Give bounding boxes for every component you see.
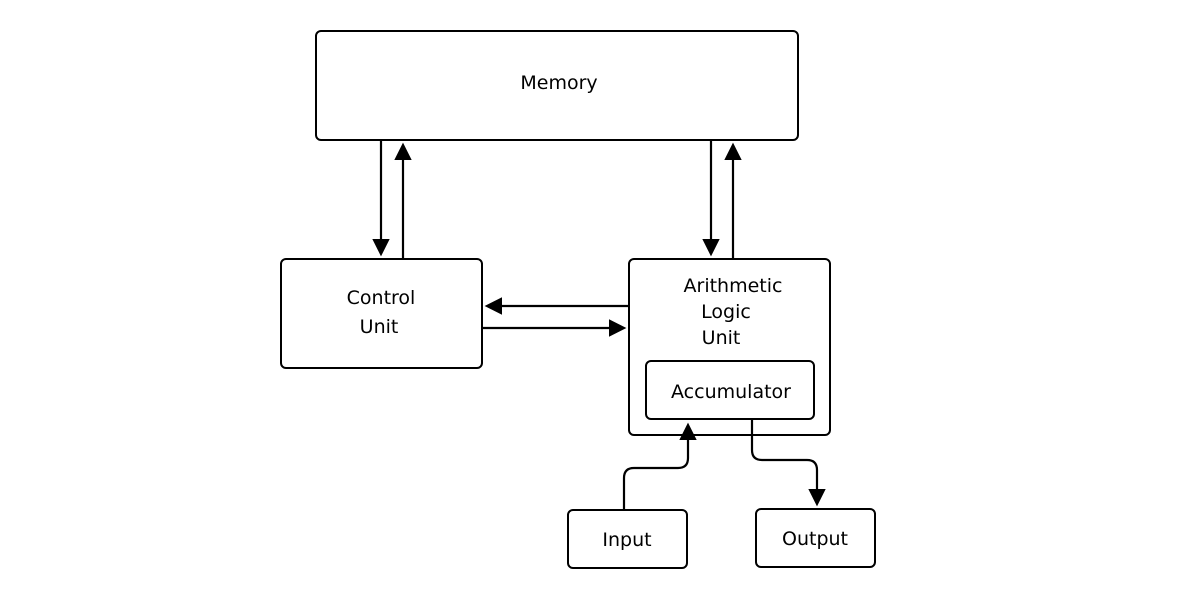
output-label: Output xyxy=(782,528,848,550)
accumulator-box xyxy=(645,360,815,420)
memory-box xyxy=(315,30,799,141)
control-unit-label-line-1: Control xyxy=(347,287,416,309)
memory-label: Memory xyxy=(520,72,597,94)
control-unit-label-line-2: Unit xyxy=(360,316,399,338)
arrow-accumulator-to-output xyxy=(750,420,826,507)
alu-node: Arithmetic Logic Unit Accumulator xyxy=(628,258,831,436)
accumulator-label: Accumulator xyxy=(671,381,791,403)
control-unit-node: Control Unit xyxy=(280,258,483,369)
accumulator-node: Accumulator xyxy=(645,360,815,420)
control-unit-box xyxy=(280,258,483,369)
input-box xyxy=(567,509,688,569)
memory-node: Memory xyxy=(315,30,799,141)
input-node: Input xyxy=(567,509,688,569)
alu-label-line-2: Logic xyxy=(701,301,751,323)
input-label: Input xyxy=(602,529,651,551)
arrow-input-to-accumulator xyxy=(622,422,697,509)
output-node: Output xyxy=(755,508,876,568)
output-box xyxy=(755,508,876,568)
alu-label-line-1: Arithmetic xyxy=(684,275,783,297)
alu-label-line-3: Unit xyxy=(702,327,741,349)
